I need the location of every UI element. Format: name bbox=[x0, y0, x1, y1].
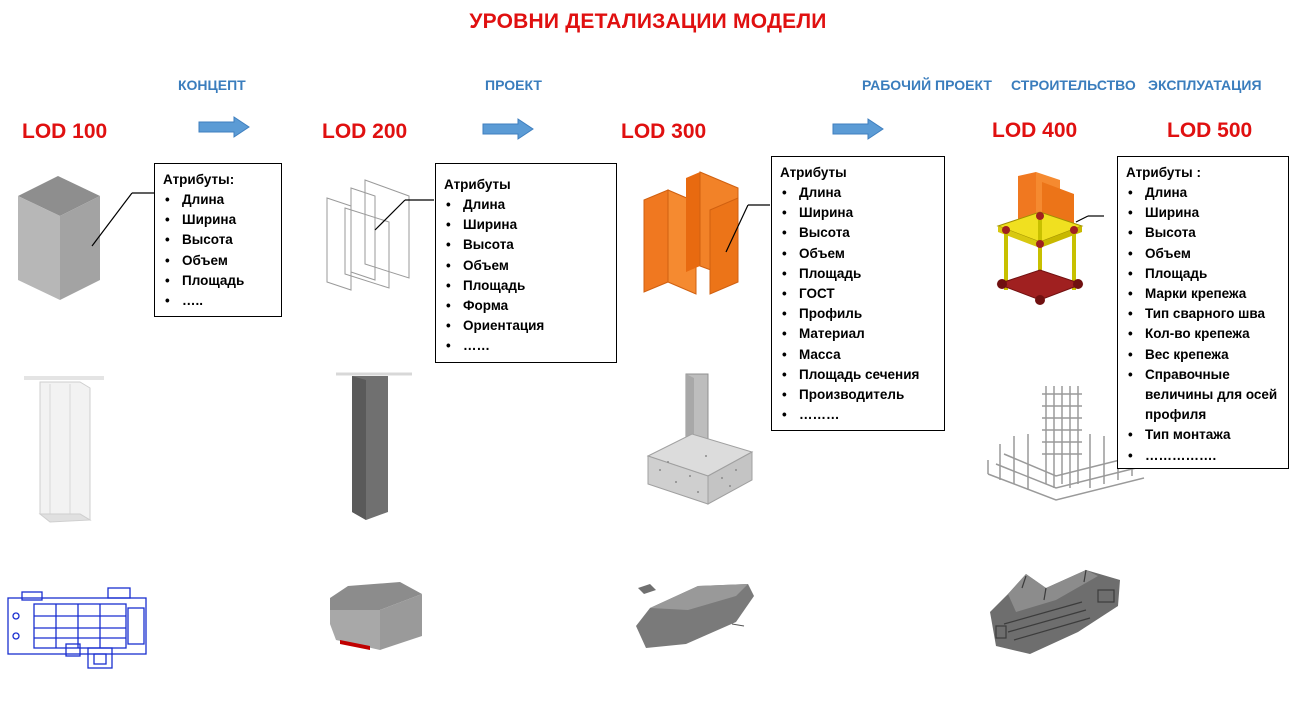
lod-100-column-image bbox=[24, 376, 104, 523]
lod-300-equipment-image bbox=[636, 584, 754, 648]
lod-400-label: LOD 400 bbox=[992, 119, 1078, 142]
attribute-item: Ширина bbox=[444, 215, 608, 235]
stage-concept-label: КОНЦЕПТ bbox=[178, 77, 246, 93]
attribute-item: …… bbox=[444, 336, 608, 356]
lod-200-equipment-image bbox=[330, 582, 422, 650]
attribute-item: Длина bbox=[780, 183, 936, 203]
attribute-item: Тип монтажа bbox=[1126, 425, 1280, 445]
attribute-item: Объем bbox=[163, 251, 273, 271]
attribute-item: Высота bbox=[163, 230, 273, 250]
attributes-title: Атрибуты: bbox=[163, 172, 235, 187]
lod-400-equipment-image bbox=[990, 569, 1120, 654]
attribute-item: Высота bbox=[1126, 223, 1280, 243]
attribute-item: Производитель bbox=[780, 385, 936, 405]
lod-300-steel-column-image bbox=[643, 171, 739, 295]
attribute-item: Высота bbox=[444, 235, 608, 255]
attribute-item: ……………. bbox=[1126, 446, 1280, 466]
lod-200-label: LOD 200 bbox=[322, 120, 408, 143]
stage-operation-label: ЭКСПЛУАТАЦИЯ bbox=[1148, 77, 1262, 93]
attribute-item: Кол-во крепежа bbox=[1126, 324, 1280, 344]
stage-working-project-label: РАБОЧИЙ ПРОЕКТ bbox=[862, 77, 992, 93]
lod-400-rebar-image bbox=[987, 386, 1145, 501]
lod-300-column-footing-image bbox=[646, 373, 754, 505]
attributes-title: Атрибуты bbox=[444, 177, 511, 192]
attribute-item: Площадь bbox=[444, 276, 608, 296]
attribute-item: Вес крепежа bbox=[1126, 345, 1280, 365]
attribute-item: Справочные величины для осей профиля bbox=[1126, 365, 1280, 426]
lod-100-blueprint-image bbox=[7, 587, 147, 669]
attribute-item: Длина bbox=[444, 195, 608, 215]
attribute-item: Длина bbox=[1126, 183, 1280, 203]
attribute-item: Материал bbox=[780, 324, 936, 344]
attribute-item: ….. bbox=[163, 291, 273, 311]
attribute-item: Длина bbox=[163, 190, 273, 210]
attribute-item: Высота bbox=[780, 223, 936, 243]
attributes-box-lod-500: Атрибуты : Длина Ширина Высота Объем Пло… bbox=[1117, 156, 1289, 469]
arrow-right-icon bbox=[482, 118, 534, 140]
stage-project-label: ПРОЕКТ bbox=[485, 77, 542, 93]
page-title: УРОВНИ ДЕТАЛИЗАЦИИ МОДЕЛИ bbox=[469, 10, 827, 33]
attributes-box-lod-300: Атрибуты Длина Ширина Высота Объем Площа… bbox=[771, 156, 945, 431]
lod-300-label: LOD 300 bbox=[621, 120, 707, 143]
attribute-item: Площадь bbox=[163, 271, 273, 291]
attributes-title: Атрибуты bbox=[780, 165, 847, 180]
arrow-right-icon bbox=[832, 118, 884, 140]
attribute-item: Ширина bbox=[163, 210, 273, 230]
attribute-item: Масса bbox=[780, 345, 936, 365]
attribute-item: ……… bbox=[780, 405, 936, 425]
attribute-item: Объем bbox=[780, 244, 936, 264]
stage-construction-label: СТРОИТЕЛЬСТВО bbox=[1011, 77, 1136, 93]
attributes-box-lod-200: Атрибуты Длина Ширина Высота Объем Площа… bbox=[435, 163, 617, 363]
attribute-item: Объем bbox=[444, 256, 608, 276]
lod-100-box-image bbox=[18, 176, 100, 300]
arrow-right-icon bbox=[198, 116, 250, 138]
lod-100-label: LOD 100 bbox=[22, 120, 108, 143]
attribute-item: Ширина bbox=[1126, 203, 1280, 223]
lod-500-label: LOD 500 bbox=[1167, 119, 1253, 142]
lod-200-planes-image bbox=[326, 179, 410, 291]
attribute-item: Площадь bbox=[1126, 264, 1280, 284]
attribute-item: Профиль bbox=[780, 304, 936, 324]
attribute-item: Марки крепежа bbox=[1126, 284, 1280, 304]
attribute-item: Площадь сечения bbox=[780, 365, 936, 385]
lod-400-column-base-image bbox=[996, 172, 1084, 305]
attribute-item: ГОСТ bbox=[780, 284, 936, 304]
attribute-item: Ориентация bbox=[444, 316, 608, 336]
lod-200-column-image bbox=[336, 372, 412, 520]
attribute-item: Форма bbox=[444, 296, 608, 316]
attributes-title: Атрибуты : bbox=[1126, 165, 1201, 180]
attribute-item: Площадь bbox=[780, 264, 936, 284]
attribute-item: Тип сварного шва bbox=[1126, 304, 1280, 324]
attribute-item: Ширина bbox=[780, 203, 936, 223]
attributes-box-lod-100: Атрибуты: Длина Ширина Высота Объем Площ… bbox=[154, 163, 282, 317]
attribute-item: Объем bbox=[1126, 244, 1280, 264]
